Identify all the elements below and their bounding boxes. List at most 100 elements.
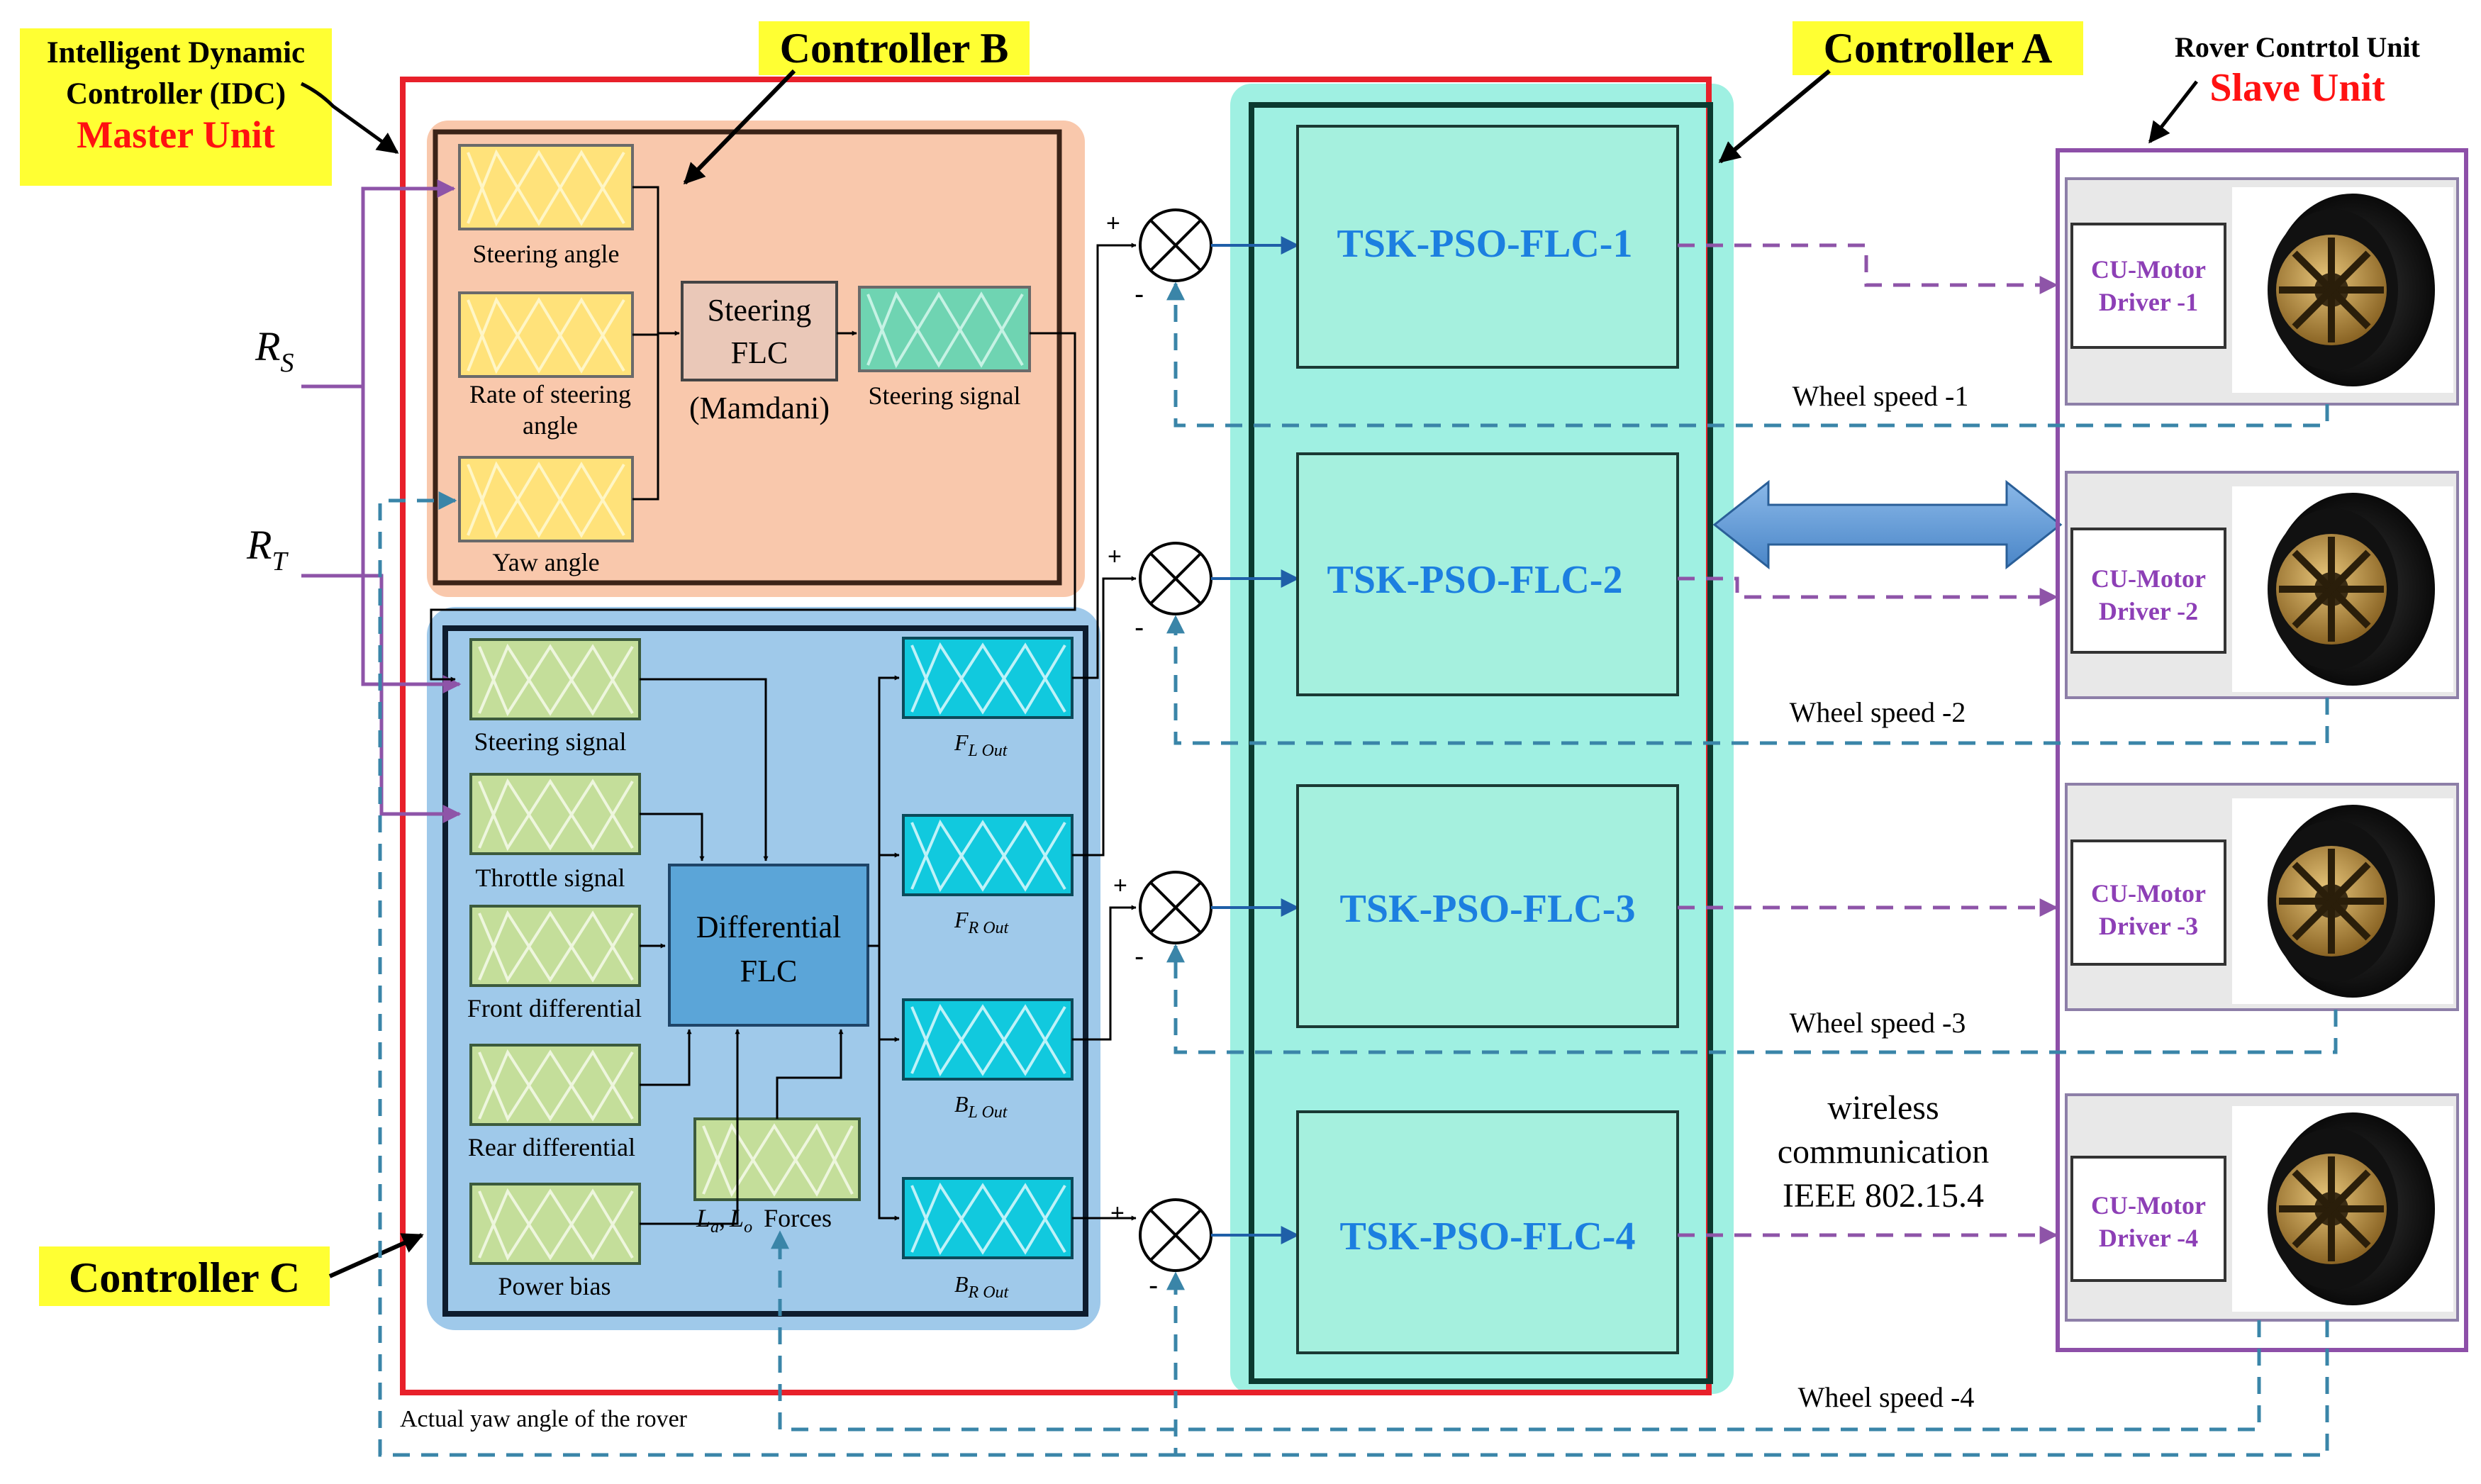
rover-unit-label: Rover Contrtol Unit [2175,31,2421,63]
mf-block-rate-steering-angle [458,291,634,378]
wireless-label-line3: IEEE 802.15.4 [1783,1177,1984,1215]
controller-c-label: Controller C [69,1254,300,1301]
driver-box-1 [2070,223,2226,349]
idc-pointer-arrow [300,82,399,155]
controller-c-pointer-arrow [328,1233,424,1278]
driver-box-3 [2070,839,2226,966]
tsk-label-2: TSK-PSO-FLC-2 [1327,558,1623,602]
label-steering-signal: Steering signal [474,727,627,756]
mf-block-rear-differential [469,1044,641,1126]
driver-3-line1: CU-Motor [2091,879,2206,908]
mf-block-fr-out [902,814,1074,896]
mf-block-front-differential [469,905,641,987]
wheel-icon-1 [2232,187,2453,393]
mf-block-power-bias [469,1183,641,1265]
wireless-label-line1: wireless [1827,1089,1939,1127]
label-steering-signal-out: Steering signal [869,381,1021,410]
label-steering-angle: Steering angle [473,240,620,268]
mf-block-steering-angle [458,144,634,230]
tsk-label-4: TSK-PSO-FLC-4 [1340,1215,1636,1259]
sum3-plus: + [1113,872,1127,899]
mf-block-yaw-angle [458,456,634,542]
driver-4-line1: CU-Motor [2091,1191,2206,1220]
sum4-plus: + [1110,1200,1125,1227]
steering-flc-line2: FLC [731,335,788,370]
controller-b-pointer-arrow [683,69,796,185]
steering-flc-line1: Steering [708,293,812,328]
steering-flc-line3: (Mamdani) [689,391,830,425]
driver-box-4 [2070,1156,2226,1282]
differential-flc-line2: FLC [740,954,798,988]
summing-junction-4 [1139,1198,1212,1272]
input-signal-lines [301,179,462,823]
yaw-feedback-label: Actual yaw angle of the rover [400,1406,688,1432]
mf-block-br-out [902,1177,1074,1259]
tsk-block-4 [1296,1110,1679,1354]
label-front-differential: Front differential [467,994,642,1022]
controller-c-label-box [39,1246,330,1306]
sum3-minus: - [1134,941,1144,972]
sum4-minus: - [1149,1270,1158,1301]
sum1-minus: - [1134,279,1144,310]
driver-box-2 [2070,528,2226,654]
label-br-out: BR Out [954,1271,1010,1302]
mf-block-steering-signal-out [858,286,1031,372]
wheel-icon-3 [2232,798,2453,1004]
sum2-minus: - [1134,612,1144,643]
wheel-speed-4-label: Wheel speed -4 [1798,1381,1975,1413]
tsk-label-3: TSK-PSO-FLC-3 [1340,887,1636,931]
controller-c-wiring [640,675,900,1225]
controller-a-pointer-arrow [1718,69,1831,164]
differential-flc-line1: Differential [696,910,841,944]
idc-label-line1: Intelligent Dynamic [47,36,305,69]
summing-to-tsk-arrows [1211,236,1300,1244]
controller-b-frame [433,129,1062,586]
rs-input-label: RS [255,323,294,378]
controller-b-label-box [759,21,1030,75]
summing-junction-3 [1139,871,1212,944]
wheel-icon-2 [2232,486,2453,692]
rt-input-label: RT [246,522,289,576]
controller-a-label: Controller A [1824,25,2053,72]
output-to-summing-lines [1072,242,1137,1221]
slave-unit-label: Slave Unit [2209,66,2385,110]
idc-label-line2: Controller (IDC) [66,77,286,111]
tsk-label-1: TSK-PSO-FLC-1 [1337,222,1633,266]
driver-1-line2: Driver -1 [2099,288,2198,316]
mf-block-bl-out [902,998,1074,1081]
steering-flc-block [681,281,838,381]
controller-b-label: Controller B [780,25,1009,72]
master-unit-label: Master Unit [77,113,274,156]
mf-block-forces [693,1117,861,1201]
mf-block-fl-out [902,637,1074,719]
slave-unit-pointer-arrow [2148,80,2198,144]
tsk-block-3 [1296,784,1679,1028]
summing-junction-2 [1139,542,1212,615]
differential-flc-block [668,864,869,1027]
label-rear-differential: Rear differential [468,1133,635,1161]
label-yaw-angle: Yaw angle [492,548,599,576]
wireless-label-line2: communication [1778,1133,1990,1171]
summing-junction-1 [1139,208,1212,282]
label-fr-out: FR Out [954,907,1010,937]
controller-c-frame [442,625,1088,1317]
label-fl-out: FL Out [954,730,1008,760]
wheel-speed-1-label: Wheel speed -1 [1793,380,1969,412]
sum1-plus: + [1106,210,1120,237]
label-bl-out: BL Out [954,1091,1008,1122]
wheel-speed-2-label: Wheel speed -2 [1790,696,1966,728]
sum2-plus: + [1108,543,1122,570]
driver-2-line2: Driver -2 [2099,597,2198,625]
controller-a-label-box [1793,21,2083,75]
mf-block-throttle-signal [469,773,641,855]
wireless-double-arrow [1712,479,2063,570]
idc-label-box [20,28,332,186]
tsk-block-1 [1296,125,1679,369]
driver-2-line1: CU-Motor [2091,564,2206,593]
wheel-speed-3-label: Wheel speed -3 [1790,1007,1966,1039]
controller-a-background [1230,84,1734,1394]
tsk-block-2 [1296,452,1679,696]
label-power-bias: Power bias [498,1272,611,1300]
